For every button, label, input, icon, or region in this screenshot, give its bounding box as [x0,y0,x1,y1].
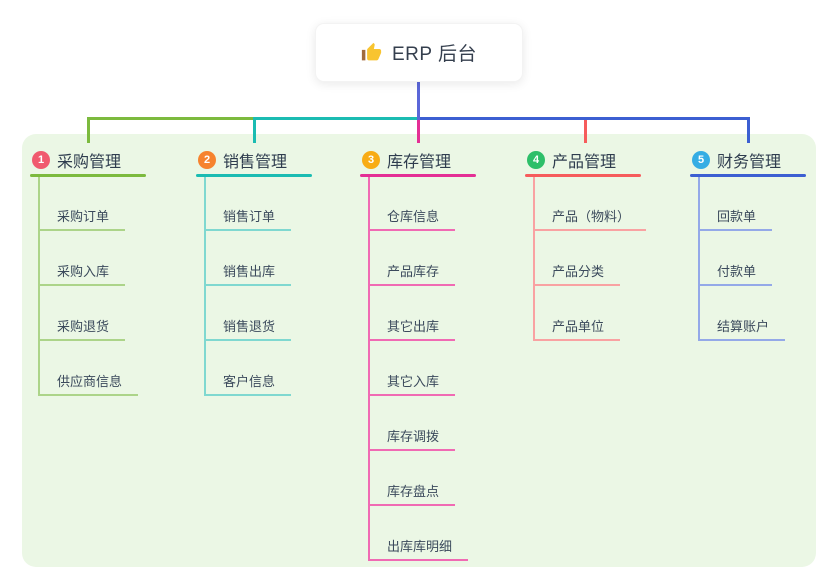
branch-node-1[interactable]: 1 采购管理 [32,147,121,173]
connector-segment [417,120,420,143]
branch-label: 采购管理 [57,154,122,171]
branch-label: 产品管理 [552,154,617,171]
branch-label: 库存管理 [387,154,452,171]
child-topic[interactable]: 其它出库 [368,316,456,341]
branch-node-2[interactable]: 2 销售管理 [198,147,287,173]
branch-node-3[interactable]: 3 库存管理 [362,147,451,173]
branch-child-spine [38,177,40,396]
child-topic[interactable]: 产品库存 [368,261,456,286]
connector-segment [584,120,587,143]
branch-number-badge: 4 [527,151,545,169]
child-topic[interactable]: 销售出库 [204,261,292,286]
child-topic[interactable]: 产品单位 [533,316,621,341]
connector-segment [87,117,90,143]
child-topic[interactable]: 销售订单 [204,206,292,231]
branch-underline [30,174,146,177]
branch-label: 财务管理 [717,154,782,171]
branch-number-badge: 1 [32,151,50,169]
child-topic[interactable]: 出库库明细 [368,536,469,561]
connector-segment [253,117,256,143]
child-topic[interactable]: 产品（物料） [533,206,647,231]
branch-child-spine [204,177,206,396]
child-topic[interactable]: 库存调拨 [368,426,456,451]
child-topic[interactable]: 采购订单 [38,206,126,231]
connector-segment [417,82,420,120]
thumbs-up-icon [361,42,382,63]
child-topic[interactable]: 付款单 [698,261,773,286]
branch-child-spine [368,177,370,561]
child-topic[interactable]: 销售退货 [204,316,292,341]
branch-child-spine [698,177,700,341]
branch-node-5[interactable]: 5 财务管理 [692,147,781,173]
branch-underline [196,174,312,177]
root-label: ERP 后台 [391,44,477,65]
child-topic[interactable]: 库存盘点 [368,481,456,506]
child-topic[interactable]: 采购退货 [38,316,126,341]
connector-segment [417,117,750,120]
root-node[interactable]: ERP 后台 [315,23,523,82]
branch-number-badge: 3 [362,151,380,169]
connector-segment [253,117,417,120]
branch-node-4[interactable]: 4 产品管理 [527,147,616,173]
child-topic[interactable]: 产品分类 [533,261,621,286]
branch-number-badge: 2 [198,151,216,169]
branch-number-badge: 5 [692,151,710,169]
branch-underline [360,174,476,177]
connector-segment [747,117,750,143]
branch-underline [690,174,806,177]
child-topic[interactable]: 仓库信息 [368,206,456,231]
child-topic[interactable]: 回款单 [698,206,773,231]
child-topic[interactable]: 结算账户 [698,316,786,341]
child-topic[interactable]: 其它入库 [368,371,456,396]
branch-underline [525,174,641,177]
connector-segment [87,117,256,120]
child-topic[interactable]: 采购入库 [38,261,126,286]
branch-label: 销售管理 [223,154,288,171]
child-topic[interactable]: 客户信息 [204,371,292,396]
child-topic[interactable]: 供应商信息 [38,371,139,396]
branch-child-spine [533,177,535,341]
branches-panel [22,134,816,567]
